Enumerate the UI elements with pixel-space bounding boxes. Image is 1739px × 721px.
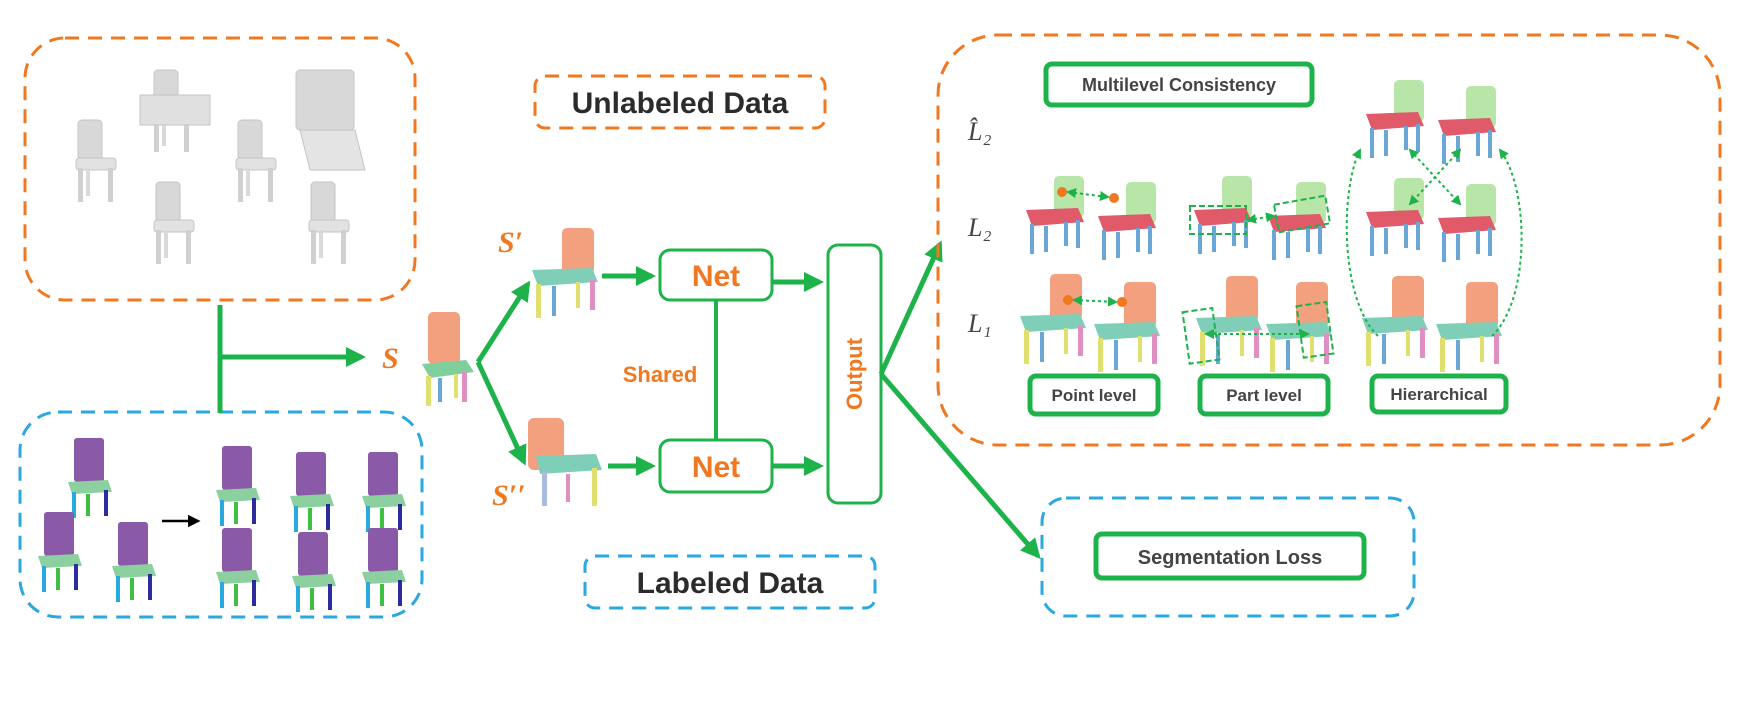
labeled-chair-cluster bbox=[38, 438, 406, 612]
s-double-prime-label: S′′ bbox=[492, 479, 526, 512]
multilevel-consistency-label: Multilevel Consistency bbox=[1082, 75, 1276, 95]
shared-label: Shared bbox=[623, 362, 698, 387]
part-level-l1-chairs bbox=[1181, 276, 1335, 372]
net-top-label: Net bbox=[692, 260, 740, 293]
branch-arrow-top bbox=[475, 280, 531, 364]
s-double-prime-chair bbox=[528, 418, 602, 506]
point-level-l1-chairs bbox=[1020, 274, 1160, 372]
segmentation-loss-box bbox=[1093, 531, 1367, 581]
labeled-data-tag bbox=[583, 554, 877, 610]
multilevel-consistency-box bbox=[1043, 61, 1315, 108]
s-prime-label: S′ bbox=[498, 226, 523, 259]
unlabeled-input-box bbox=[23, 36, 417, 302]
unlabeled-data-tag bbox=[533, 74, 827, 130]
arrow-to-segmentation-loss bbox=[879, 372, 1041, 560]
point-level-label: Point level bbox=[1051, 386, 1136, 405]
s-chair bbox=[422, 312, 474, 406]
hierarchical-label: Hierarchical bbox=[1390, 385, 1487, 404]
unlabeled-chair-cluster bbox=[75, 69, 366, 265]
hierarchical-chairs bbox=[1345, 80, 1523, 372]
arrow-to-consistency bbox=[878, 240, 943, 376]
part-level-box bbox=[1197, 373, 1331, 417]
part-level-l2-chairs bbox=[1189, 176, 1332, 260]
l1-label: L₁ bbox=[967, 309, 992, 338]
output-label: Output bbox=[842, 337, 867, 410]
hierarchical-box bbox=[1369, 373, 1509, 415]
unlabeled-data-label: Unlabeled Data bbox=[572, 87, 789, 120]
labeled-data-label: Labeled Data bbox=[637, 567, 824, 600]
l2-hat-label: L̂₂ bbox=[967, 117, 992, 146]
consistency-panel bbox=[936, 33, 1722, 447]
point-level-box bbox=[1027, 373, 1161, 417]
net-bottom-label: Net bbox=[692, 451, 740, 484]
branch-arrow-bottom bbox=[475, 360, 527, 466]
s-label: S bbox=[382, 342, 399, 375]
part-level-label: Part level bbox=[1226, 386, 1302, 405]
segmentation-loss-panel bbox=[1040, 496, 1416, 618]
point-level-l2-chairs bbox=[1026, 176, 1156, 260]
s-prime-chair bbox=[532, 228, 598, 318]
segmentation-loss-label: Segmentation Loss bbox=[1138, 547, 1322, 569]
l2-label: L₂ bbox=[967, 213, 992, 242]
